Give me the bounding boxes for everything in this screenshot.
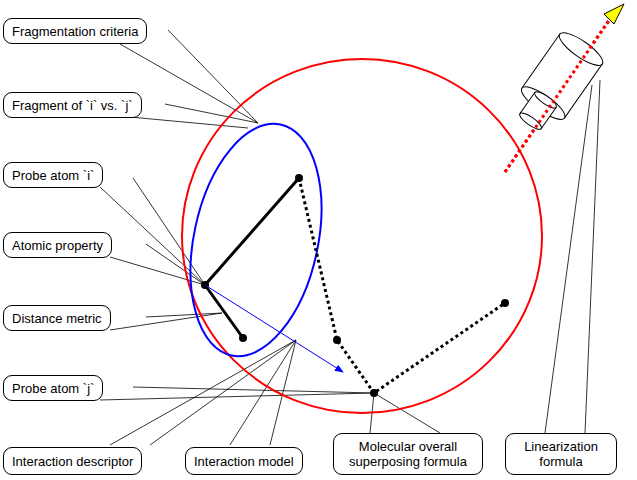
callout-box: Interaction descriptor [3,447,142,475]
fragment-ellipse [171,112,341,369]
callout-text: Atomic property [12,238,103,253]
callout-box: Atomic property [3,232,112,258]
leader-lines [100,30,600,445]
projection-line-front [505,16,612,172]
callout-box: Fragment of `i` vs. `j` [3,92,142,118]
dotted-bonds [299,178,505,393]
interaction-arrow [205,285,343,372]
callout-text: Linearization formula [514,439,608,469]
callout-box: Fragmentation criteria [3,18,147,44]
yellow-arrowhead [604,4,624,24]
callout-text: Molecular overall superposing formula [342,439,474,469]
callout-box: Probe atom `i` [3,162,103,188]
callout-box: Interaction model [185,447,303,475]
telescope [507,28,607,140]
callout-text: Probe atom `i` [12,168,94,183]
molecule-circle [182,59,542,413]
callout-text: Probe atom `j` [12,381,94,396]
callout-text: Interaction descriptor [12,454,133,469]
callout-text: Fragmentation criteria [12,24,138,39]
solid-bonds [205,178,299,338]
callout-text: Interaction model [194,454,294,469]
atoms [201,174,509,397]
callout-box: Distance metric [3,305,111,331]
callout-box: Linearization formula [505,433,617,475]
callout-box: Probe atom `j` [3,375,103,401]
projection-line [505,16,612,172]
callout-text: Fragment of `i` vs. `j` [12,98,133,113]
callout-text: Distance metric [12,311,102,326]
callout-box: Molecular overall superposing formula [333,433,483,475]
